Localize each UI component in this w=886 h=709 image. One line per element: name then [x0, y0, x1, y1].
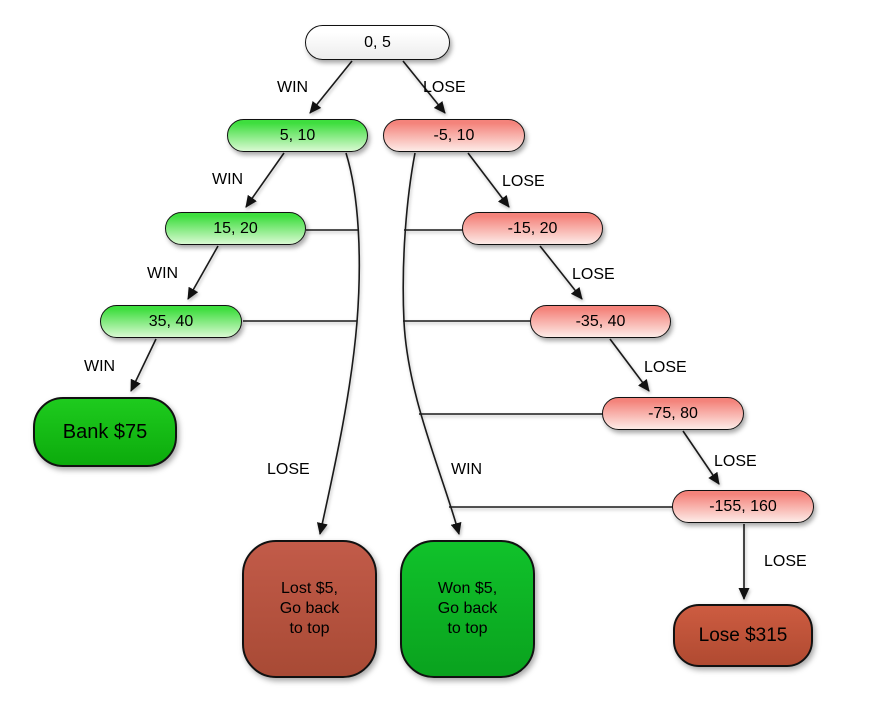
node-won-reset: Won $5, Go back to top — [400, 540, 535, 678]
node-lose-15-20: -15, 20 — [462, 212, 603, 245]
edge-label-lose-final: LOSE — [764, 553, 807, 570]
won-reset-line3: to top — [447, 620, 488, 637]
edge-win3-to-bank — [130, 338, 157, 392]
won-reset-line2: Go back — [437, 600, 498, 617]
node-lose-5-10: -5, 10 — [383, 119, 525, 152]
edge-lose-curve-to-lost-reset — [316, 152, 361, 535]
node-win-5-10: 5, 10 — [227, 119, 368, 152]
edge-win2-to-win3 — [187, 245, 219, 300]
edge-label-lose-5: LOSE — [714, 453, 757, 470]
won-reset-line1: Won $5, — [437, 580, 498, 597]
edge-win1-to-win2 — [245, 152, 285, 208]
edge-label-lose-2: LOSE — [502, 173, 545, 190]
edge-label-lose-curve: LOSE — [267, 461, 310, 478]
edge-label-win-3: WIN — [147, 265, 179, 282]
edge-label-win-4: WIN — [84, 358, 116, 375]
lost-reset-line1: Lost $5, — [281, 580, 338, 597]
node-bank-75: Bank $75 — [33, 397, 177, 467]
node-lost-reset: Lost $5, Go back to top — [242, 540, 377, 678]
node-lose-final: Lose $315 — [673, 604, 813, 667]
node-lose-155-160: -155, 160 — [672, 490, 814, 523]
edge-start-to-lose1 — [402, 60, 446, 114]
lost-reset-line3: to top — [289, 620, 330, 637]
edge-label-win-2: WIN — [212, 171, 244, 188]
node-win-35-40: 35, 40 — [100, 305, 242, 338]
node-start: 0, 5 — [305, 25, 450, 60]
edge-lose4-to-lose5 — [682, 430, 720, 485]
edge-lose3-to-lose4 — [609, 338, 650, 392]
edge-label-lose-4: LOSE — [644, 359, 687, 376]
node-win-15-20: 15, 20 — [165, 212, 306, 245]
edge-start-to-win1 — [309, 60, 353, 114]
bank-75-label: Bank $75 — [62, 420, 148, 443]
edge-label-lose-3: LOSE — [572, 266, 615, 283]
lost-reset-line2: Go back — [279, 600, 340, 617]
edge-label-win-start: WIN — [277, 79, 309, 96]
edge-lose2-to-lose3 — [539, 245, 583, 300]
node-lose-35-40: -35, 40 — [530, 305, 671, 338]
edge-label-lose-start: LOSE — [423, 79, 466, 96]
edge-label-win-curve: WIN — [451, 461, 483, 478]
edge-win-curve-to-won-reset — [402, 152, 462, 535]
lose-final-label: Lose $315 — [698, 624, 788, 646]
node-lose-75-80: -75, 80 — [602, 397, 744, 430]
edge-lose1-to-lose2 — [467, 152, 510, 208]
